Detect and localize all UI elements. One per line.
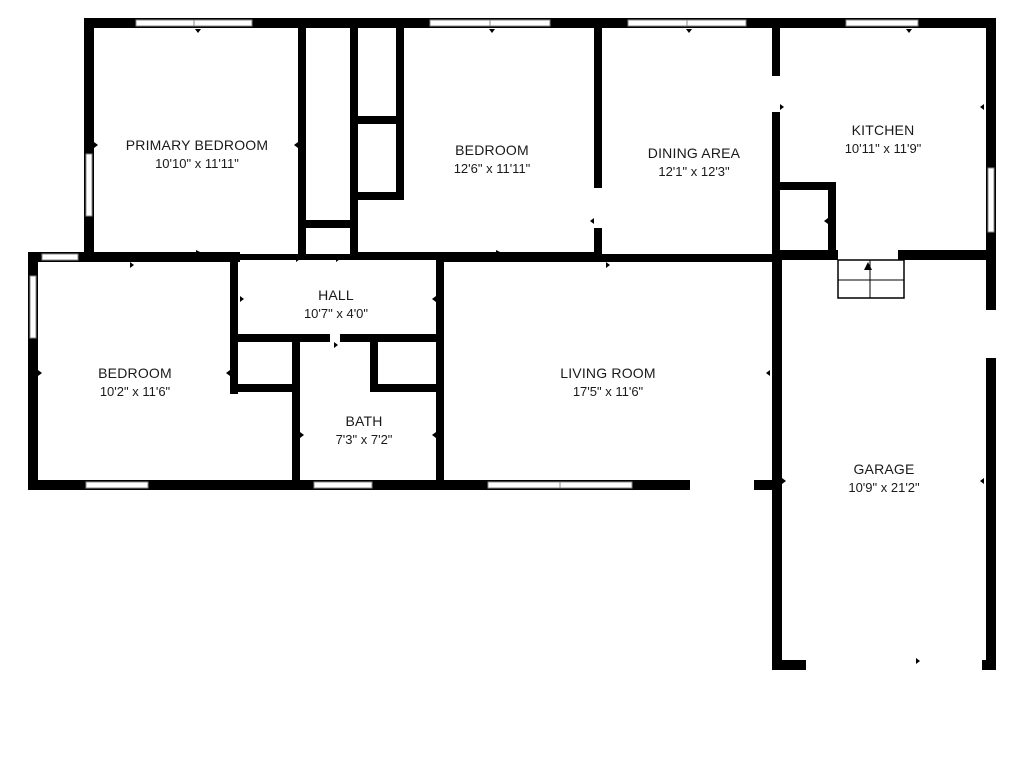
wall-living-top [436, 254, 776, 262]
dims-bath: 7'3" x 7'2" [336, 432, 393, 447]
room-labels: PRIMARY BEDROOM 10'10" x 11'11" BEDROOM … [98, 122, 922, 495]
wall-closet-lower [230, 334, 238, 394]
wall-hall-bottom-left [230, 334, 330, 342]
label-primary-bedroom: PRIMARY BEDROOM [126, 137, 269, 153]
wall-closet-back [396, 28, 404, 200]
label-dining-area: DINING AREA [648, 145, 741, 161]
wall-closet-divider [350, 28, 358, 256]
wall-closet-shelf-b [354, 192, 402, 200]
dims-garage: 10'9" x 21'2" [848, 480, 920, 495]
label-bath: BATH [345, 413, 382, 429]
wall-pantry-top [776, 182, 834, 190]
dims-living-room: 17'5" x 11'6" [573, 384, 644, 399]
dims-bedroom-left: 10'2" x 11'6" [100, 384, 171, 399]
wall-bath-left [292, 334, 300, 484]
window-lowerleft-side [29, 275, 37, 339]
wall-upper-left [84, 18, 94, 258]
wall-kitchen-bottom-left [776, 250, 838, 260]
openings [228, 248, 998, 672]
window-kitchen-right [987, 167, 995, 233]
wall-bedroom-dining-low [594, 228, 602, 258]
opening-garage-door [806, 658, 982, 672]
wall-bath-right [436, 334, 444, 484]
window-lowerleft-bottom [85, 481, 149, 489]
interior-walls [84, 28, 992, 484]
wall-bottom [28, 480, 778, 490]
wall-hall-bottom-right [340, 334, 444, 342]
dims-hall: 10'7" x 4'0" [304, 306, 368, 321]
label-bedroom-left: BEDROOM [98, 365, 172, 381]
window-bath-bottom [313, 481, 373, 489]
label-hall: HALL [318, 287, 354, 303]
wall-pantry-right [828, 182, 836, 258]
wall-bedroom-dining [594, 28, 602, 188]
wall-markers [38, 29, 984, 664]
label-bedroom-top: BEDROOM [455, 142, 529, 158]
wall-primary-right [298, 28, 306, 256]
wall-closet-lower-shelf [230, 384, 298, 392]
wall-bath-closet-bottom [370, 384, 442, 392]
exterior-walls [28, 18, 996, 670]
label-garage: GARAGE [853, 461, 914, 477]
opening-garage-entry [838, 248, 898, 262]
windows [29, 19, 995, 489]
wall-dining-kitchen [772, 28, 780, 76]
wall-lower-left [28, 252, 38, 490]
dims-dining-area: 12'1" x 12'3" [658, 164, 730, 179]
step-arrow-icon [864, 262, 872, 270]
wall-right-upper [986, 18, 996, 258]
label-living-room: LIVING ROOM [560, 365, 656, 381]
wall-closet-shelf [298, 220, 356, 228]
entry-step [837, 259, 905, 299]
window-primary-left [85, 153, 93, 217]
wall-bath-closet-left [370, 334, 378, 392]
dims-kitchen: 10'11" x 11'9" [845, 141, 922, 156]
wall-lower-bedroom-right [230, 256, 238, 336]
wall-primary-bottom [84, 252, 240, 262]
dims-primary-bedroom: 10'10" x 11'11" [155, 156, 239, 171]
window-lowerleft-top [41, 253, 79, 261]
opening-lower-left-door [228, 394, 240, 480]
wall-garage-right [986, 250, 996, 670]
wall-hall-top [240, 254, 440, 260]
wall-hall-right [436, 256, 444, 336]
wall-closet-shelf-a [354, 116, 402, 124]
label-kitchen: KITCHEN [852, 122, 915, 138]
opening-front-door [690, 478, 754, 492]
dims-bedroom-top: 12'6" x 11'11" [454, 161, 531, 176]
opening-garage-side [984, 310, 998, 358]
window-kitchen-top [845, 19, 919, 27]
wall-garage-left [772, 250, 782, 670]
wall-kitchen-bottom-right [896, 250, 992, 260]
